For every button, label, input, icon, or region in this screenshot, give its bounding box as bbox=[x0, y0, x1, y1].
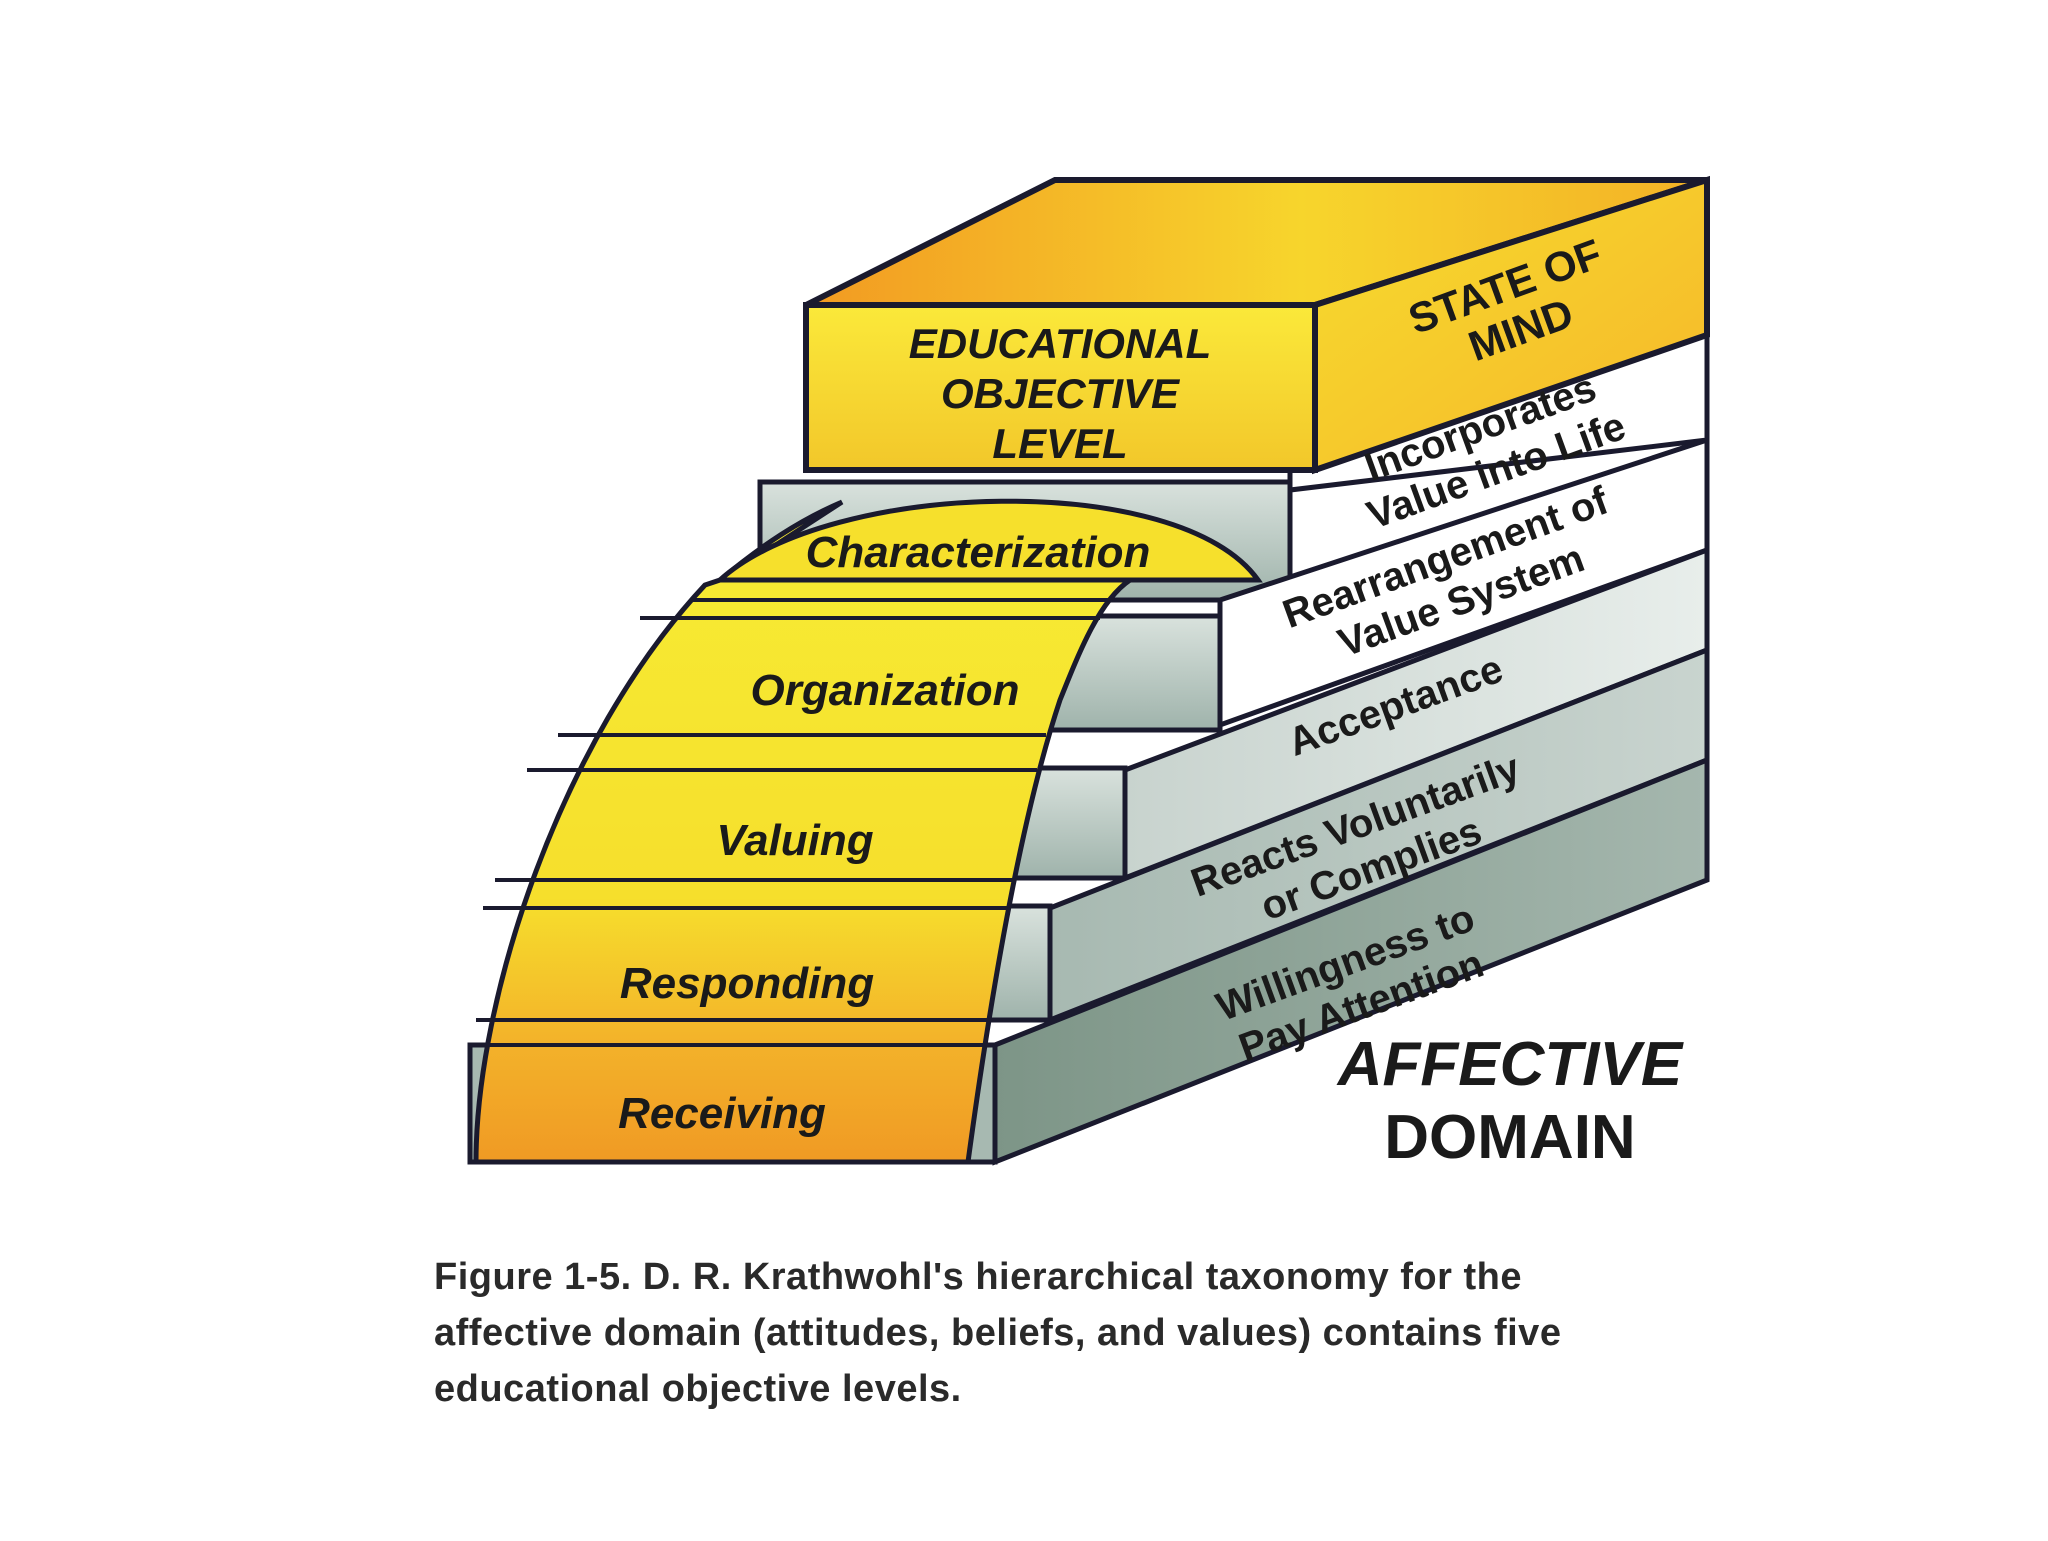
caption-line-2: affective domain (attitudes, beliefs, an… bbox=[434, 1311, 1562, 1354]
header-line-2: OBJECTIVE bbox=[941, 370, 1181, 417]
header-line-3: LEVEL bbox=[992, 420, 1127, 467]
level-label-characterization: Characterization bbox=[806, 528, 1151, 577]
caption-line-1: Figure 1-5. D. R. Krathwohl's hierarchic… bbox=[434, 1256, 1522, 1298]
header-box bbox=[803, 175, 1710, 475]
level-label-receiving: Receiving bbox=[618, 1089, 826, 1138]
figure-caption: Figure 1-5. D. R. Krathwohl's hierarchic… bbox=[434, 1250, 1744, 1418]
level-label-organization: Organization bbox=[751, 666, 1020, 715]
level-label-valuing: Valuing bbox=[716, 816, 873, 865]
domain-label-line-1: AFFECTIVE bbox=[1336, 1030, 1684, 1099]
domain-label-line-2: DOMAIN bbox=[1384, 1103, 1635, 1172]
caption-line-3: educational objective levels. bbox=[434, 1367, 962, 1410]
objective-arch bbox=[473, 498, 1263, 1165]
header-line-1: EDUCATIONAL bbox=[909, 320, 1212, 367]
level-label-responding: Responding bbox=[620, 959, 874, 1008]
